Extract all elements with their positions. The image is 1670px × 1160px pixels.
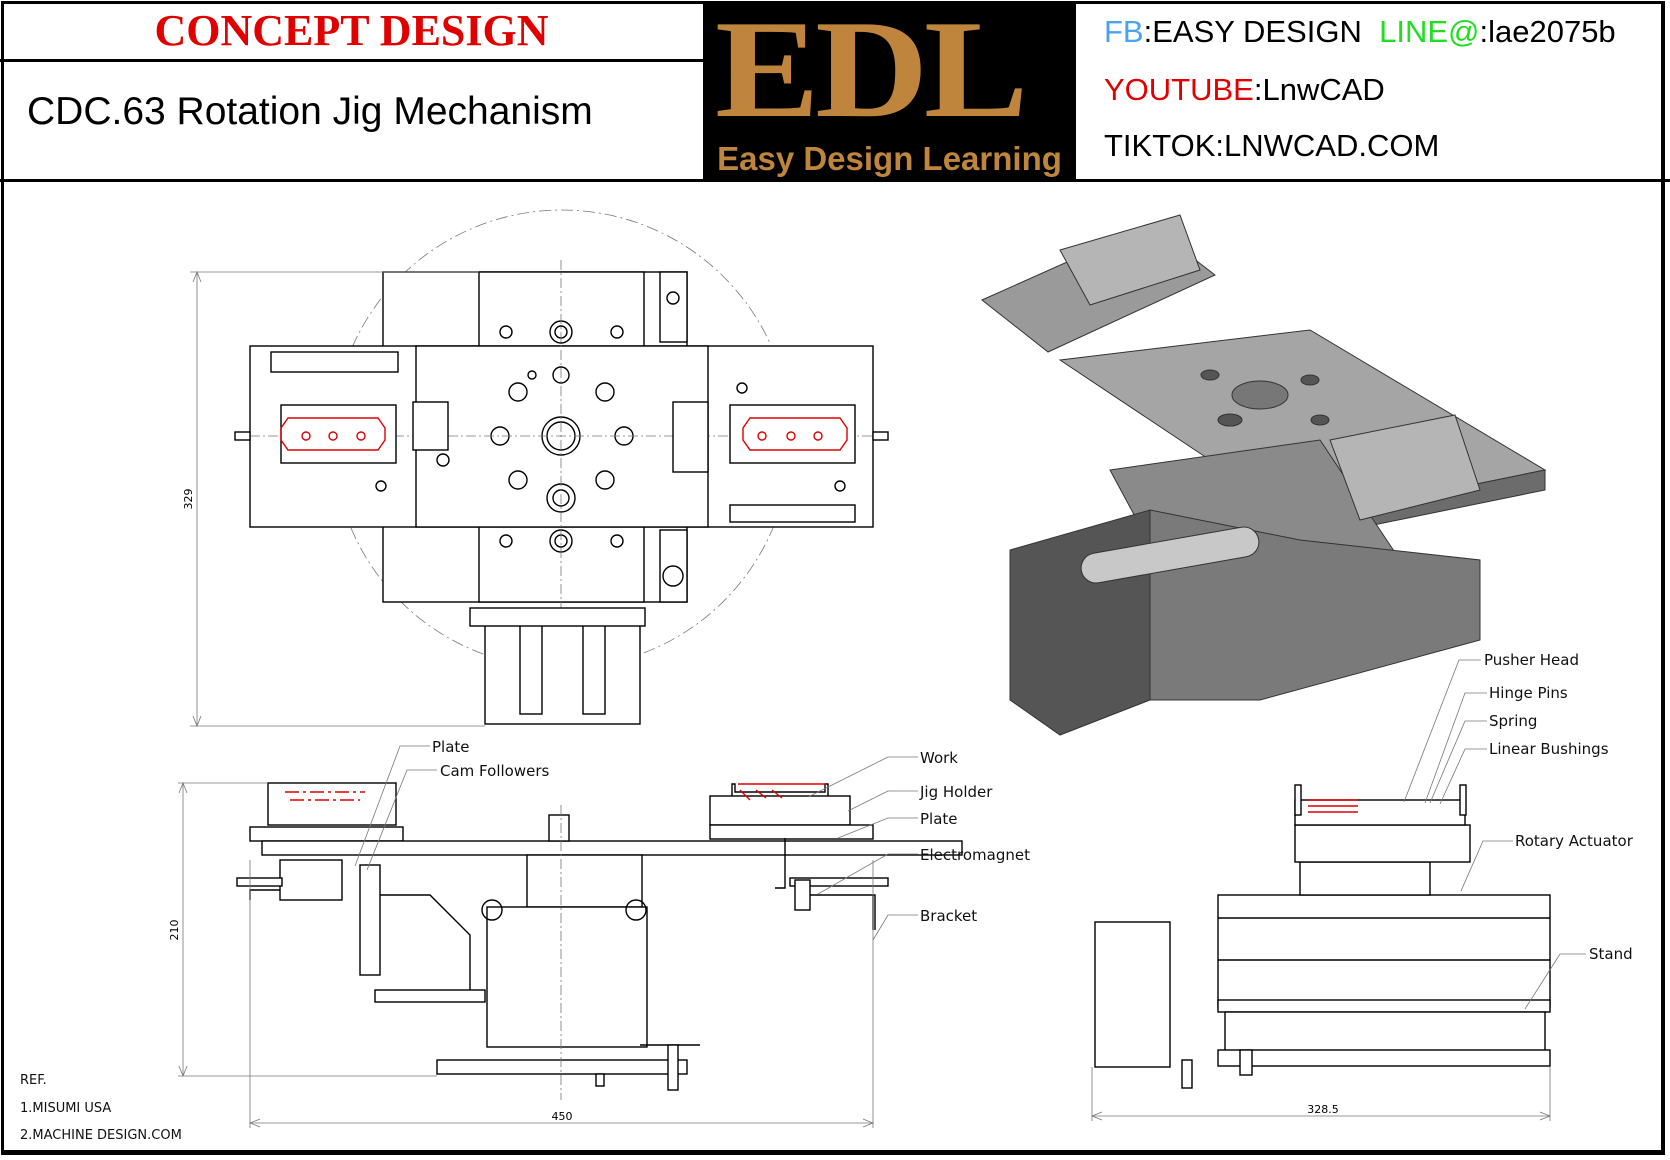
ref-item-1: 1.MISUMI USA: [20, 1101, 112, 1116]
ref-title: REF.: [20, 1073, 47, 1088]
label-jig-holder: Jig Holder: [919, 783, 993, 801]
label-electromagnet: Electromagnet: [920, 846, 1030, 864]
tiktok-label: TIKTOK: [1104, 128, 1216, 163]
line-label: LINE@: [1379, 14, 1480, 49]
dim-210: 210: [168, 920, 181, 941]
social-youtube: YOUTUBE:LnwCAD: [1104, 72, 1385, 108]
logo-tagline: Easy Design Learning: [717, 140, 1062, 177]
fb-value: :EASY DESIGN: [1143, 14, 1362, 49]
label-pusher-head: Pusher Head: [1484, 651, 1579, 669]
isometric-view: [981, 214, 1547, 736]
dim-329: 329: [182, 489, 195, 510]
social-tiktok: TIKTOK:LNWCAD.COM: [1104, 128, 1439, 164]
social-fb-line: FB:EASY DESIGN LINE@:lae2075b: [1104, 14, 1616, 50]
ref-item-2: 2.MACHINE DESIGN.COM: [20, 1128, 182, 1143]
label-hinge-pins: Hinge Pins: [1489, 684, 1568, 702]
label-spring: Spring: [1489, 712, 1537, 730]
tiktok-value: :LNWCAD.COM: [1215, 128, 1440, 163]
youtube-value: :LnwCAD: [1253, 72, 1385, 107]
edl-logo: EDL Easy Design Learning: [703, 3, 1076, 182]
youtube-label: YOUTUBE: [1104, 72, 1254, 107]
drawing-subtitle: CDC.63 Rotation Jig Mechanism: [27, 90, 593, 133]
dim-450: 450: [552, 1110, 573, 1123]
label-linear-bushings: Linear Bushings: [1489, 740, 1609, 758]
label-work: Work: [920, 749, 958, 767]
label-stand: Stand: [1589, 945, 1633, 963]
label-cam-followers: Cam Followers: [440, 762, 549, 780]
label-plate-left: Plate: [432, 738, 470, 756]
label-plate-right: Plate: [920, 810, 958, 828]
line-value: :lae2075b: [1479, 14, 1616, 49]
dim-328-5: 328.5: [1307, 1103, 1339, 1116]
title-divider: [0, 59, 703, 62]
logo-letters: EDL: [715, 3, 1024, 137]
label-rotary-actuator: Rotary Actuator: [1515, 832, 1634, 850]
fb-label: FB: [1104, 14, 1144, 49]
side-view: 328.5 Pusher Head Hinge Pins Spring Line…: [1090, 651, 1634, 1121]
top-view: 329: [182, 209, 889, 728]
concept-design-title: CONCEPT DESIGN: [154, 6, 549, 55]
label-bracket: Bracket: [920, 907, 977, 925]
front-view: 210 450 Plate Cam Followers Work Jig Hol…: [168, 738, 1030, 1128]
